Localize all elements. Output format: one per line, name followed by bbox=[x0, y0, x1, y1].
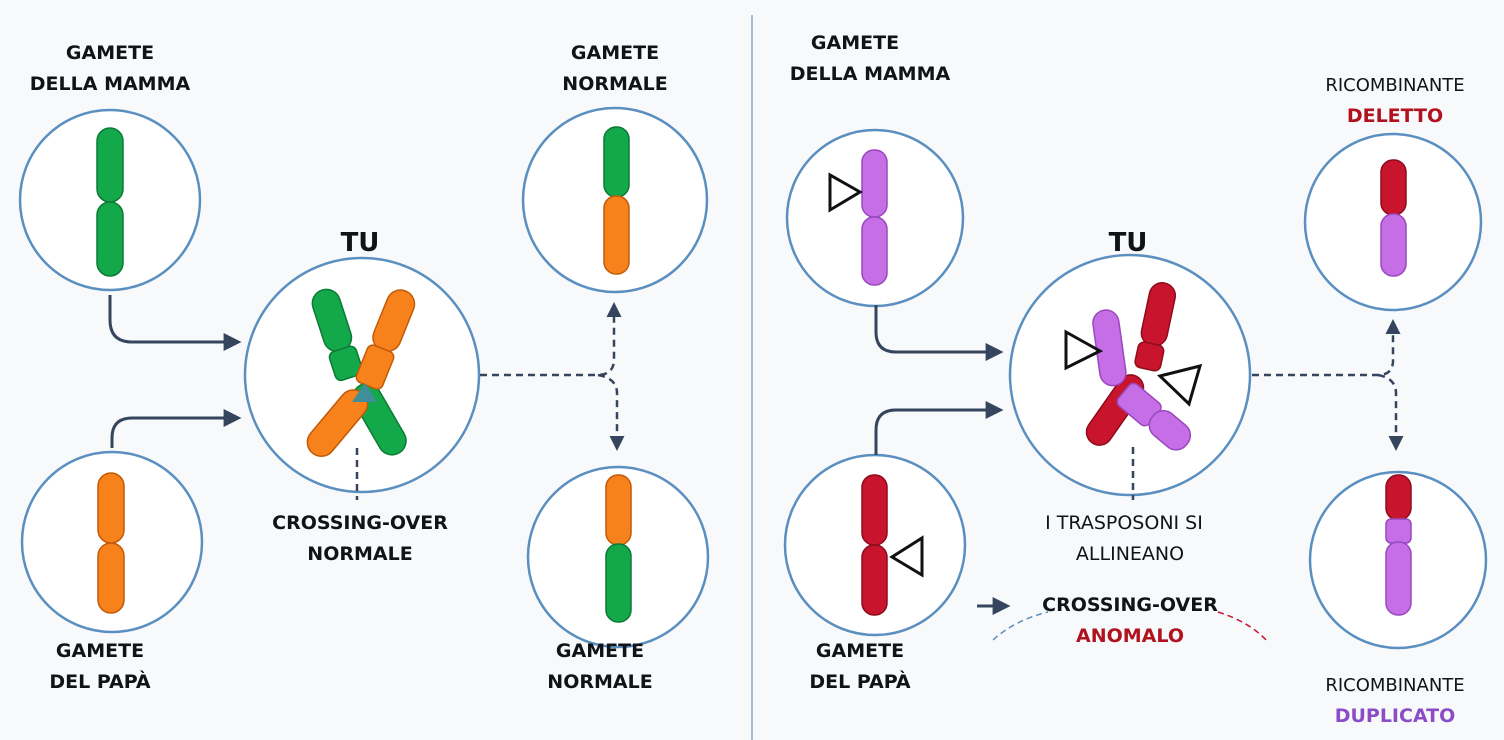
father-gamete-left bbox=[20, 450, 204, 634]
child-label-right: TU bbox=[1108, 228, 1148, 258]
crossed-chromosomes-normal bbox=[306, 288, 416, 457]
chromosome-purple bbox=[861, 149, 888, 286]
result-deleted bbox=[1303, 132, 1483, 312]
label-line: GAMETE bbox=[555, 640, 645, 662]
label-line: NORMALE bbox=[307, 543, 413, 565]
label-line: I TRASPOSONI SI bbox=[1045, 512, 1203, 534]
arrow-father-to-child bbox=[110, 409, 242, 448]
label-line: NORMALE bbox=[547, 671, 653, 693]
result-top-label-right: RICOMBINANTE DELETTO bbox=[1290, 70, 1500, 132]
transposon-label: I TRASPOSONI SI ALLINEANO bbox=[1010, 508, 1250, 570]
label-line: NORMALE bbox=[562, 73, 668, 95]
duplicated-label: DUPLICATO bbox=[1334, 705, 1456, 727]
child-cell-right bbox=[1008, 253, 1252, 497]
father-label-right: GAMETE DEL PAPÀ bbox=[770, 636, 950, 698]
chromosome-green-orange bbox=[603, 126, 630, 275]
arc-right-dashed bbox=[1217, 611, 1269, 643]
mother-label-right: GAMETE DELLA MAMMA bbox=[770, 28, 970, 90]
label-line: CROSSING-OVER bbox=[272, 512, 448, 534]
crossed-chromosomes-anomalous bbox=[1085, 282, 1192, 451]
chromosome-red-purple-short bbox=[1380, 159, 1407, 277]
result-top-label-left: GAMETE NORMALE bbox=[515, 38, 715, 100]
transposon-marker-icon bbox=[1157, 363, 1203, 407]
chromosome-green bbox=[96, 127, 124, 277]
child-cell-left bbox=[243, 256, 481, 494]
arrow-mother-to-child bbox=[108, 295, 242, 351]
label-line: DELLA MAMMA bbox=[789, 63, 951, 85]
anomalous-label: ANOMALO bbox=[1076, 625, 1184, 647]
transposon-marker-icon bbox=[828, 172, 863, 213]
result-duplicated bbox=[1308, 470, 1488, 650]
label-line: DEL PAPÀ bbox=[809, 671, 911, 693]
transposon-marker-icon bbox=[1064, 329, 1104, 371]
chromosome-orange bbox=[97, 472, 125, 614]
mother-gamete-right bbox=[785, 128, 965, 308]
transposon-marker-icon bbox=[889, 535, 924, 578]
label-line: CROSSING-OVER bbox=[1042, 594, 1218, 616]
child-label-left: TU bbox=[340, 228, 380, 258]
label-line: GAMETE bbox=[55, 640, 145, 662]
arrow-to-result-bottom-right bbox=[1377, 373, 1404, 451]
result-bottom-label-left: GAMETE NORMALE bbox=[500, 636, 700, 698]
result-bottom-left bbox=[526, 465, 710, 649]
arrow-mother-to-child-right bbox=[874, 305, 1004, 361]
mother-label-left: GAMETE DELLA MAMMA bbox=[10, 38, 210, 100]
deleted-label: DELETTO bbox=[1346, 105, 1444, 127]
arrow-to-result-bottom-left bbox=[597, 373, 625, 451]
label-line: RICOMBINANTE bbox=[1325, 75, 1465, 96]
result-bottom-label-right: RICOMBINANTE DUPLICATO bbox=[1290, 670, 1500, 732]
label-line: DEL PAPÀ bbox=[49, 671, 151, 693]
chromosome-red bbox=[861, 474, 888, 616]
father-gamete-right bbox=[783, 453, 967, 637]
label-line: GAMETE bbox=[570, 42, 660, 64]
label-line: RICOMBINANTE bbox=[1325, 675, 1465, 696]
label-line: DELLA MAMMA bbox=[29, 73, 191, 95]
arrow-to-result-top-left bbox=[480, 302, 622, 377]
chromosome-red-purple-long bbox=[1385, 474, 1412, 616]
father-label-left: GAMETE DEL PAPÀ bbox=[0, 636, 200, 698]
arc-left-dashed bbox=[992, 611, 1049, 641]
arrow-father-to-child-right bbox=[874, 401, 1004, 455]
mother-gamete-left bbox=[18, 108, 202, 292]
crossing-label-right: CROSSING-OVER ANOMALO bbox=[1010, 590, 1250, 652]
result-top-left bbox=[521, 106, 709, 294]
crossover-point-icon bbox=[352, 383, 377, 402]
label-line: GAMETE bbox=[815, 640, 905, 662]
label-line: ALLINEANO bbox=[1075, 543, 1185, 565]
arrow-to-result-top-right bbox=[1252, 319, 1401, 377]
label-line: GAMETE bbox=[65, 42, 155, 64]
crossing-label-left: CROSSING-OVER NORMALE bbox=[240, 508, 480, 570]
label-line: GAMETE bbox=[810, 32, 900, 54]
chromosome-orange-green bbox=[605, 474, 632, 623]
